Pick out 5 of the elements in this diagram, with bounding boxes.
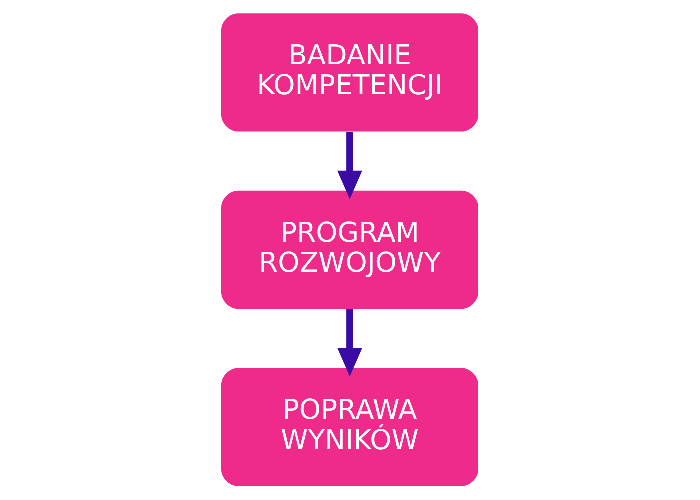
node-box: PROGRAM ROZWOJOWY <box>222 190 478 310</box>
node-box: POPRAWA WYNIKÓW <box>222 368 478 486</box>
arrow <box>338 310 362 377</box>
node-box: BADANIE KOMPETENCJI <box>222 14 478 132</box>
arrow <box>338 132 362 200</box>
